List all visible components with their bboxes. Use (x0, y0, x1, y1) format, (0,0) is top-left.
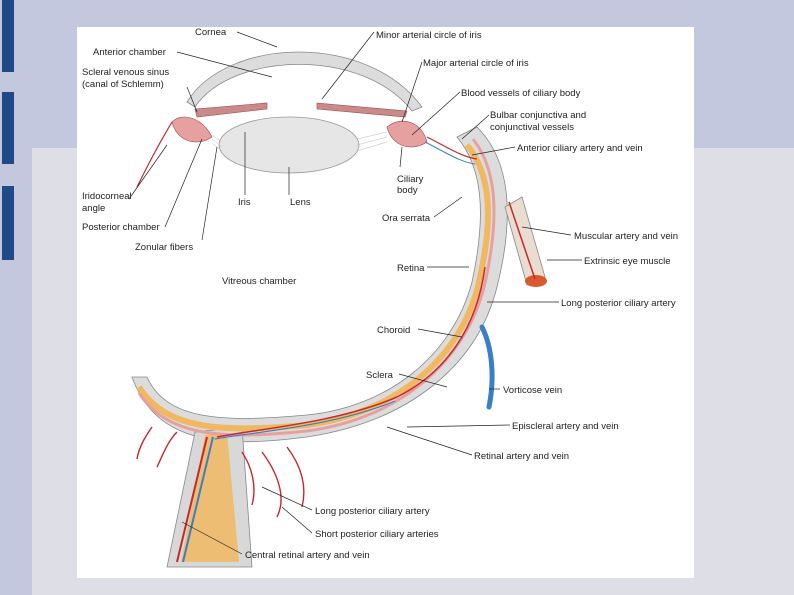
label-retinal-artery: Retinal artery and vein (474, 451, 569, 462)
label-episcleral-artery: Episcleral artery and vein (512, 421, 619, 432)
extrinsic-muscle-cut (525, 275, 547, 287)
ciliary-body-left (171, 116, 213, 143)
label-minor-arterial-circle: Minor arterial circle of iris (376, 30, 482, 41)
label-long-posterior-ciliary-bottom: Long posterior ciliary artery (315, 506, 430, 517)
label-body: body (397, 185, 418, 196)
retina-layer (136, 143, 492, 432)
short-posterior-ciliary-3 (286, 446, 305, 508)
label-major-arterial-circle: Major arterial circle of iris (423, 58, 529, 69)
eye-diagram-figure: Cornea Anterior chamber Scleral venous s… (77, 27, 694, 578)
label-scleral-venous-sinus: Scleral venous sinus (82, 67, 169, 78)
retinal-vein-path (214, 400, 396, 440)
choroid-layer (137, 138, 496, 437)
lens (218, 116, 360, 174)
cornea (186, 51, 423, 112)
label-ora-serrata: Ora serrata (382, 213, 431, 224)
label-anterior-ciliary: Anterior ciliary artery and vein (517, 143, 643, 154)
label-muscular-artery: Muscular artery and vein (574, 231, 678, 242)
ciliary-vein-right (424, 141, 476, 165)
side-tab-1 (2, 0, 14, 72)
label-ciliary: Ciliary (397, 174, 424, 185)
central-retinal-vein (182, 436, 214, 563)
label-sclera: Sclera (366, 370, 394, 381)
iris-right (316, 102, 408, 118)
label-canal-of-schlemm: (canal of Schlemm) (82, 79, 164, 90)
label-vitreous-chamber: Vitreous chamber (222, 276, 296, 287)
label-lens: Lens (290, 197, 311, 208)
anterior-ciliary-vessels-left (136, 121, 173, 188)
label-cornea: Cornea (195, 27, 227, 38)
vorticose-vein-path (479, 324, 495, 410)
label-long-posterior-ciliary-top: Long posterior ciliary artery (561, 298, 676, 309)
label-vorticose-vein: Vorticose vein (503, 385, 562, 396)
muscular-artery-line (508, 201, 536, 280)
posterior-ciliary-left-1 (156, 431, 178, 468)
label-choroid: Choroid (377, 325, 410, 336)
label-central-retinal: Central retinal artery and vein (245, 550, 370, 561)
short-posterior-ciliary-2 (261, 451, 282, 518)
ciliary-body-right (386, 120, 428, 148)
eye-cross-section-svg: Cornea Anterior chamber Scleral venous s… (82, 27, 678, 568)
label-conjunctival-vessels: conjunctival vessels (490, 122, 574, 133)
label-angle: angle (82, 203, 105, 214)
central-retinal-artery (176, 436, 208, 563)
short-posterior-ciliary-1 (241, 451, 255, 506)
iris-left (194, 102, 268, 118)
label-short-posterior-ciliary: Short posterior ciliary arteries (315, 529, 439, 540)
side-tab-2 (2, 92, 14, 164)
label-zonular-fibers: Zonular fibers (135, 242, 193, 253)
label-anterior-chamber: Anterior chamber (93, 47, 166, 58)
side-tab-3 (2, 186, 14, 260)
label-bulbar-conjunctiva: Bulbar conjunctiva and (490, 110, 586, 121)
optic-nerve-core (181, 433, 239, 562)
retinal-artery-path (216, 266, 486, 438)
anterior-ciliary-vessels-right (426, 136, 478, 160)
sclera-band (131, 126, 508, 443)
leader-lines (128, 31, 582, 555)
label-blood-vessels-ciliary: Blood vessels of ciliary body (461, 88, 581, 99)
label-retina: Retina (397, 263, 425, 274)
label-iridocorneal: Iridocorneal (82, 191, 132, 202)
posterior-ciliary-left-2 (136, 426, 153, 460)
label-extrinsic-eye-muscle: Extrinsic eye muscle (584, 256, 671, 267)
label-posterior-chamber: Posterior chamber (82, 222, 160, 233)
label-iris: Iris (238, 197, 251, 208)
